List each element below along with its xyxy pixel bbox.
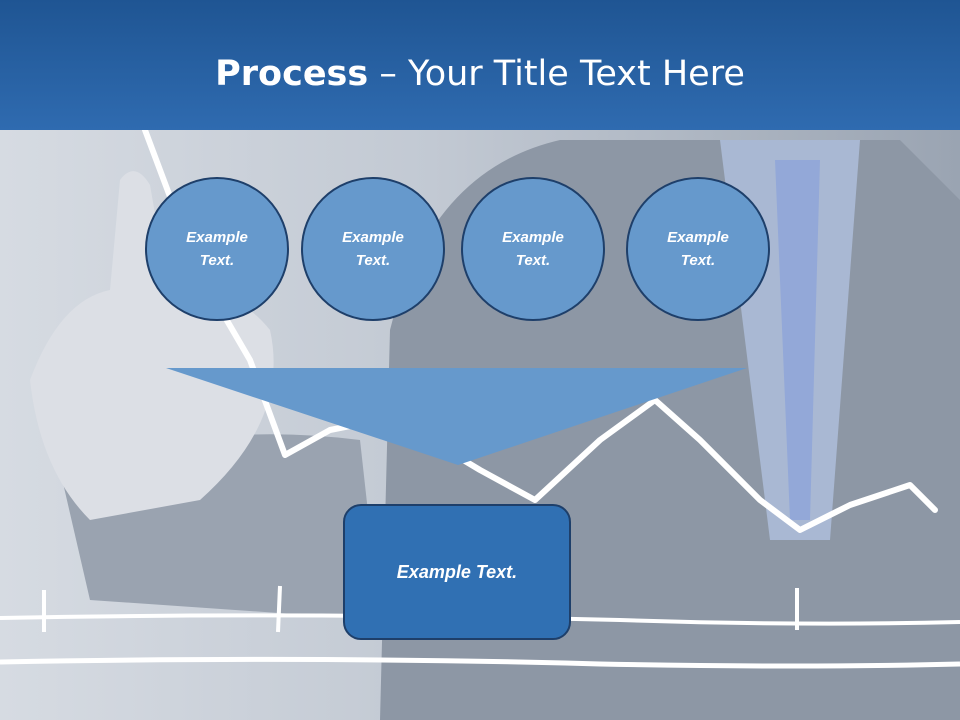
circle-2-line-2: Text. bbox=[355, 252, 391, 269]
result-label: Example Text. bbox=[396, 561, 518, 582]
title-rest: – Your Title Text Here bbox=[368, 54, 745, 94]
result-box: Example Text. bbox=[343, 504, 571, 640]
circle-2-line-1: Example bbox=[342, 229, 404, 246]
slide-title: Process – Your Title Text Here bbox=[0, 52, 960, 96]
title-bold: Process bbox=[215, 54, 369, 94]
circle-4-line-1: Example bbox=[667, 229, 729, 246]
circle-1-line-1: Example bbox=[186, 229, 248, 246]
circle-1-line-2: Text. bbox=[199, 252, 235, 269]
circle-3-line-2: Text. bbox=[515, 252, 551, 269]
circle-4-line-2: Text. bbox=[680, 252, 716, 269]
title-bar bbox=[0, 0, 960, 130]
circle-3-line-1: Example bbox=[502, 229, 564, 246]
